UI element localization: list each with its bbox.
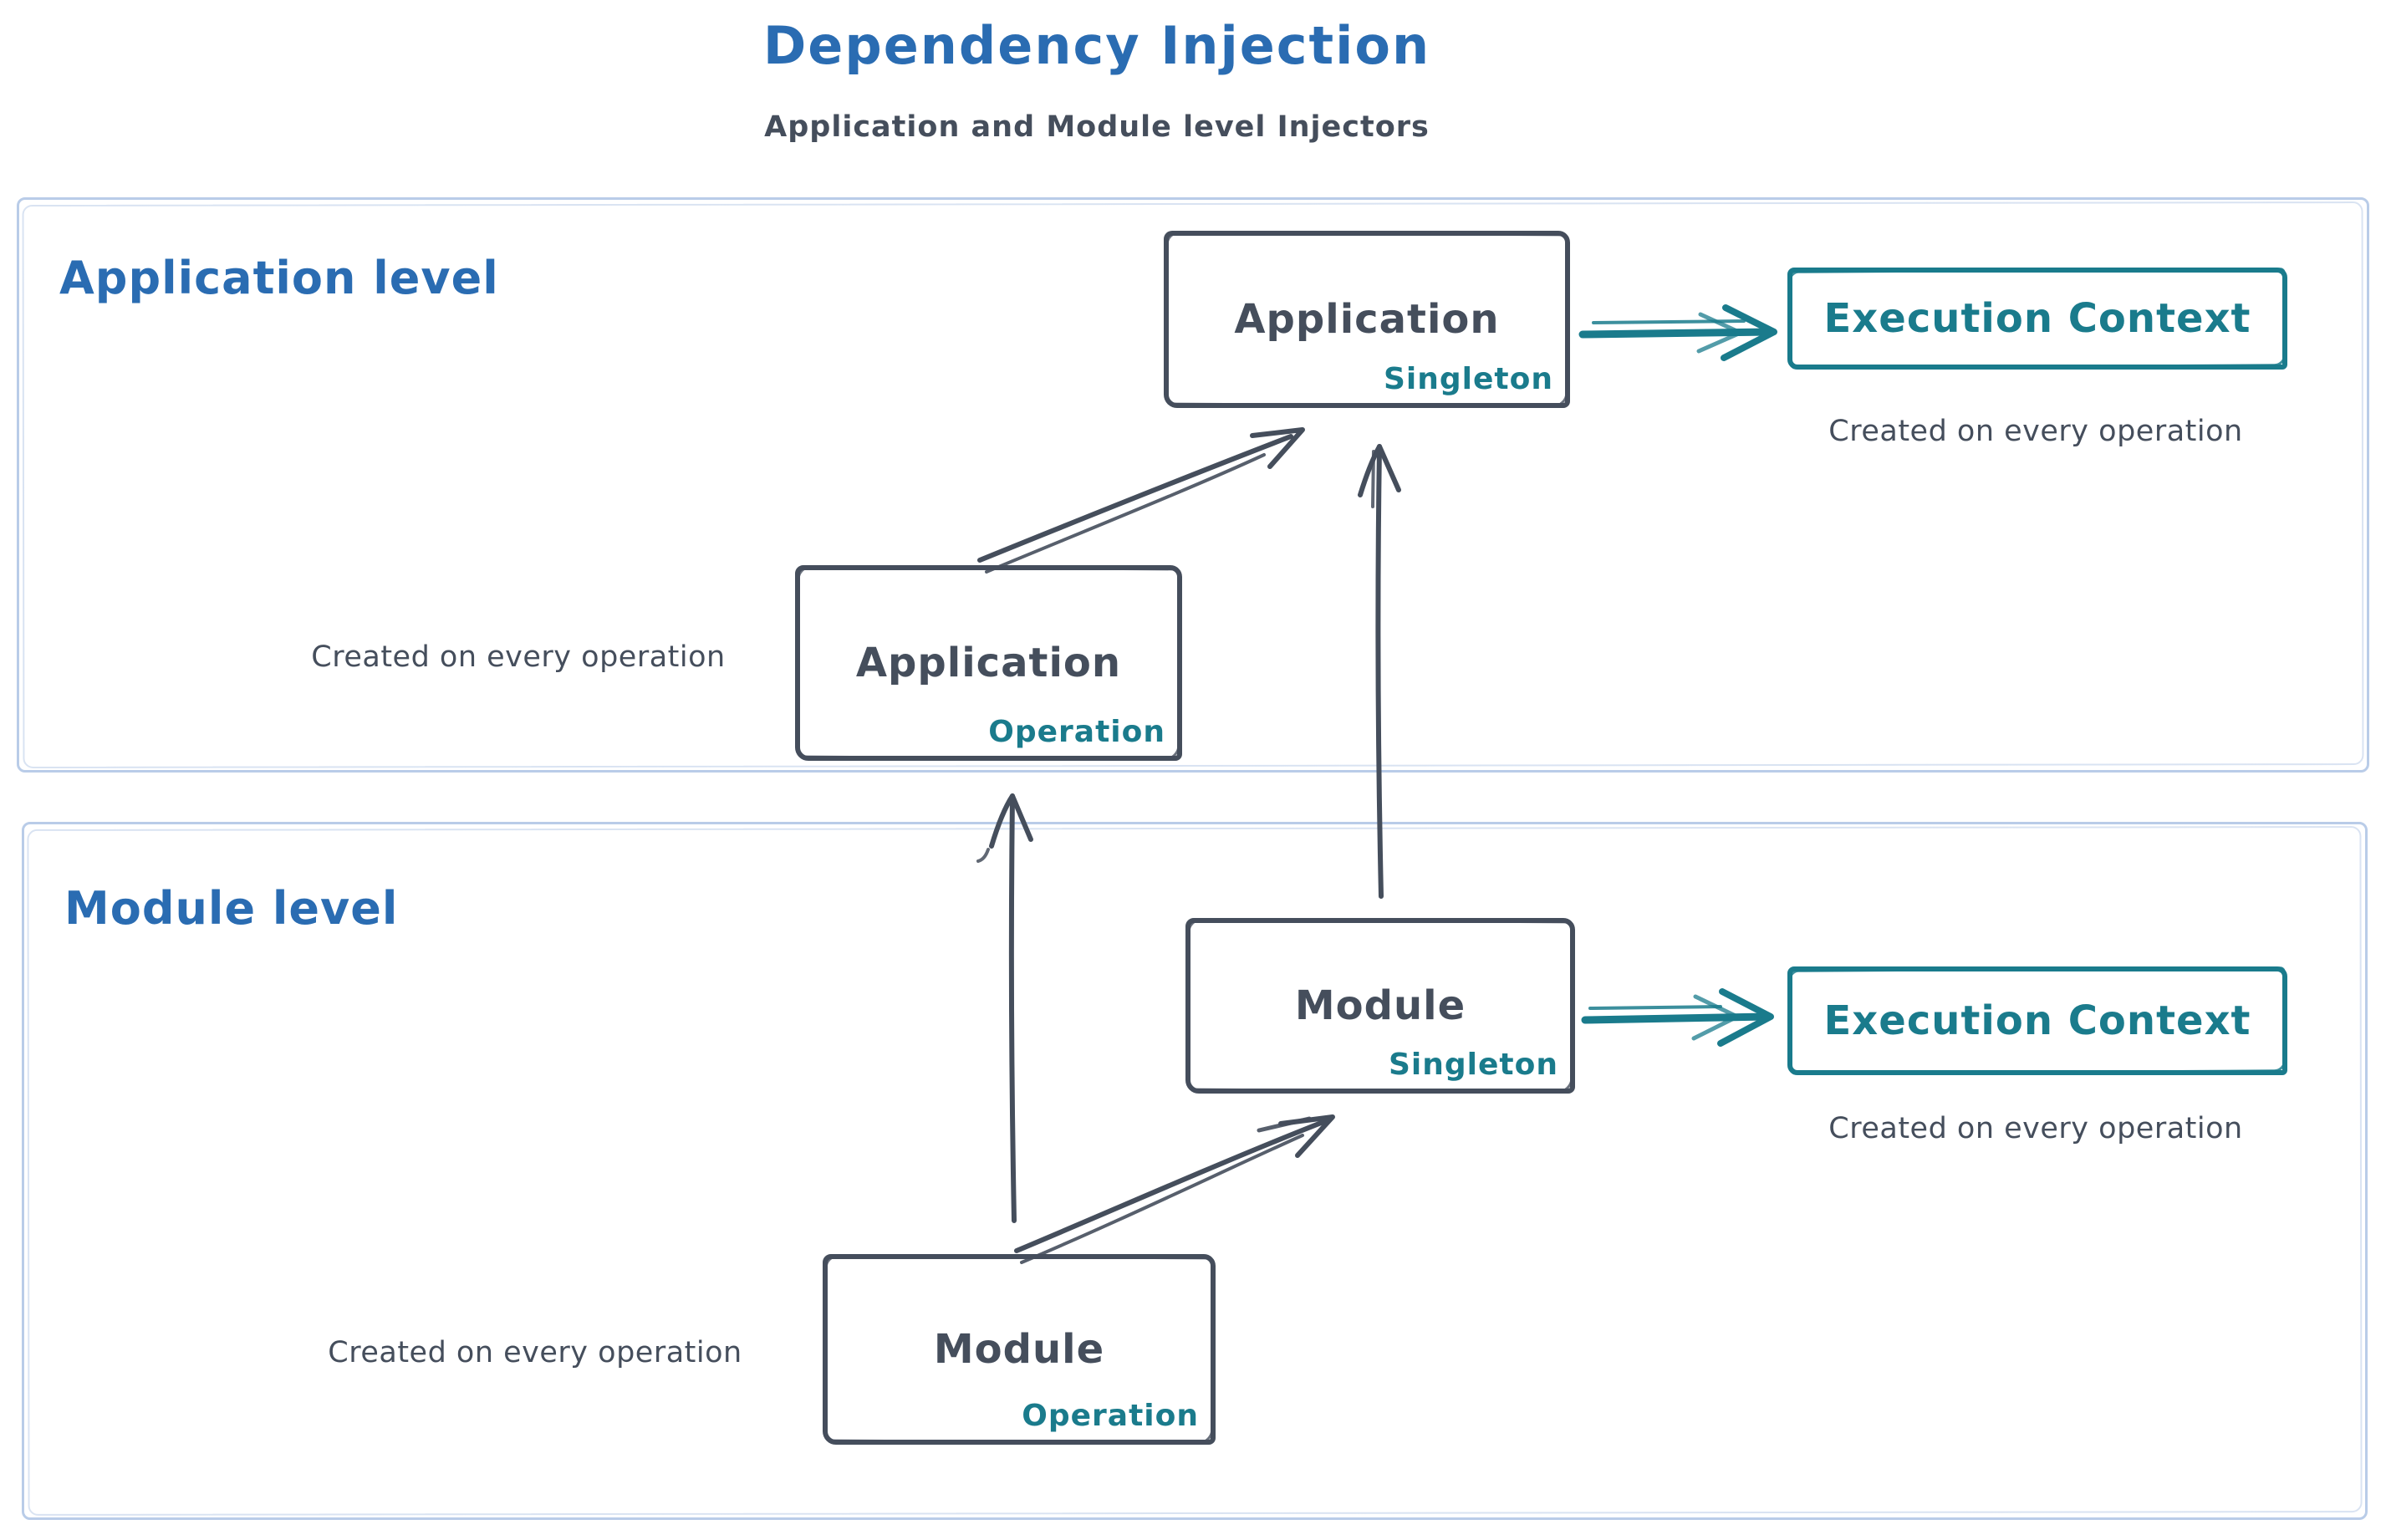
module-singleton-box: Module Singleton [1185,918,1575,1094]
note-application-operation: Created on every operation [311,640,726,674]
note-execution-context-module: Created on every operation [1828,1112,2243,1145]
module-operation-badge: Operation [1022,1399,1199,1433]
module-level-label: Module level [64,882,399,935]
page-title: Dependency Injection [762,15,1431,76]
execution-context-box-module: Execution Context [1787,966,2287,1075]
module-operation-box: Module Operation [823,1254,1216,1445]
execution-context-label: Execution Context [1823,295,2251,342]
module-singleton-title: Module [1294,982,1466,1029]
execution-context-box-application: Execution Context [1787,268,2287,370]
note-module-operation: Created on every operation [328,1336,742,1369]
application-level-label: Application level [59,252,499,304]
application-operation-badge: Operation [988,715,1165,749]
page-subtitle: Application and Module level Injectors [764,110,1430,144]
module-operation-title: Module [933,1326,1105,1373]
application-operation-title: Application [855,640,1122,686]
note-execution-context-application: Created on every operation [1828,415,2243,448]
application-operation-box: Application Operation [795,565,1182,761]
execution-context-label: Execution Context [1823,997,2251,1044]
module-singleton-badge: Singleton [1389,1048,1558,1082]
application-singleton-box: Application Singleton [1164,231,1570,408]
application-singleton-title: Application [1234,296,1500,343]
application-singleton-badge: Singleton [1384,362,1553,396]
